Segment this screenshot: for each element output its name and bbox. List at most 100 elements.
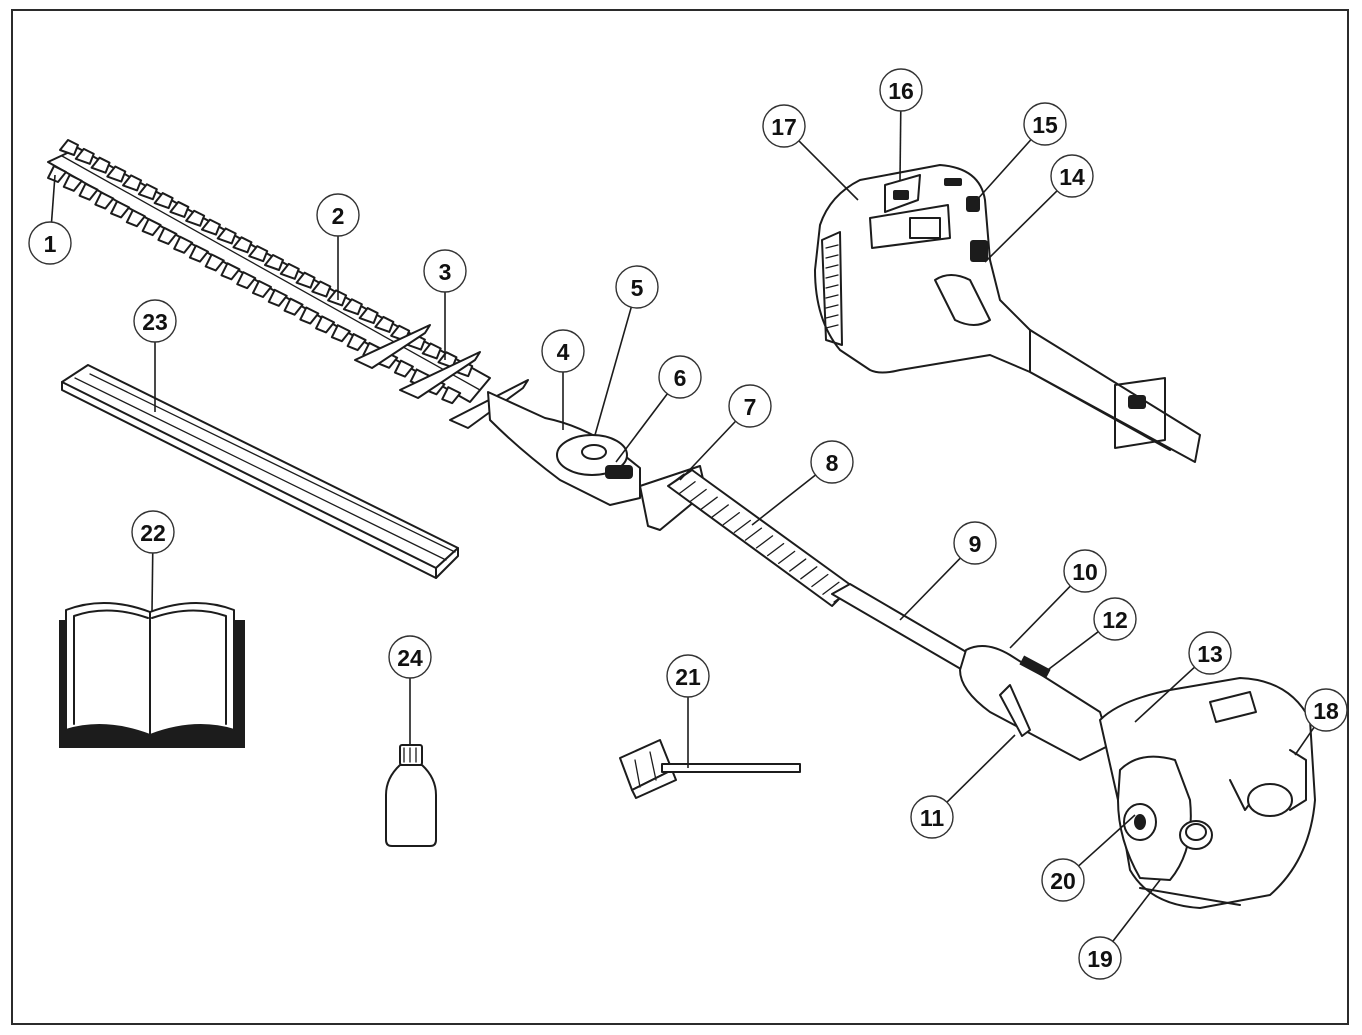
callout-number: 12: [1102, 607, 1128, 633]
grip-rib: [766, 542, 785, 557]
blade-tooth: [295, 271, 316, 289]
callout-circle: [1078, 936, 1122, 980]
vent-slot: [825, 314, 839, 319]
callout-blade-cover: 23: [133, 299, 177, 343]
grip-rib: [789, 558, 807, 572]
blade-tooth: [374, 315, 395, 333]
callout-circle: [1188, 631, 1232, 675]
grip-rib: [744, 527, 763, 541]
callout-number: 22: [140, 520, 166, 546]
blade-tooth: [59, 139, 79, 156]
blade-tooth: [125, 209, 146, 228]
callout-number: 19: [1087, 946, 1113, 972]
callout-front-grip: 8: [810, 440, 854, 484]
blade-teeth-upper: [59, 139, 474, 378]
callout-circle: [388, 635, 432, 679]
vent-slot: [825, 254, 839, 259]
callout-number: 15: [1032, 112, 1058, 138]
blade-tooth: [106, 165, 127, 183]
callout-operator-manual: 22: [131, 510, 175, 554]
callout-number: 18: [1313, 698, 1339, 724]
callout-leader-grease-port: [594, 306, 633, 436]
vent-slot: [825, 304, 839, 309]
callout-number: 16: [888, 78, 914, 104]
callout-number: 3: [439, 259, 452, 285]
callout-circle: [728, 384, 772, 428]
blade-tooth: [110, 200, 131, 219]
callout-leader-air-filter-cover: [798, 140, 859, 201]
vent-slot: [825, 294, 839, 299]
blade-tooth: [393, 359, 414, 378]
grip-rib: [722, 512, 740, 526]
callout-leader-hand-guard: [679, 420, 737, 481]
vent-slot: [825, 324, 839, 329]
blade-tooth: [137, 183, 158, 201]
blade-tooth: [346, 333, 367, 352]
blade-tooth: [47, 165, 67, 183]
callout-circle: [658, 355, 702, 399]
callout-number: 11: [920, 805, 945, 831]
air-filter-vents: [825, 244, 839, 329]
grip-rib: [800, 566, 818, 580]
hedge-trimmer-illustration: [47, 139, 1316, 909]
callout-rear-handle: 12: [1093, 597, 1137, 641]
callout-number: 1: [44, 231, 57, 257]
callout-circle: [1050, 154, 1094, 198]
callout-leader-shaft: [899, 557, 961, 621]
callout-air-filter-cover: 17: [762, 104, 806, 148]
blade-tooth: [315, 315, 336, 334]
diagram-frame: [11, 9, 1349, 1025]
callout-number: 21: [675, 664, 701, 690]
callout-circle: [131, 510, 175, 554]
callout-circle: [1063, 549, 1107, 593]
blade-tooth: [173, 235, 194, 254]
callout-circle: [953, 521, 997, 565]
callout-circle: [316, 193, 360, 237]
blade-cover-illustration: [61, 364, 459, 579]
callout-leaders: [50, 110, 1315, 942]
blade-tooth: [267, 288, 288, 307]
vent-slot: [825, 244, 839, 249]
callout-oil-bottle: 24: [388, 635, 432, 679]
callout-choke-lever: 15: [1023, 102, 1067, 146]
callout-blade-guard: 3: [423, 249, 467, 293]
callout-leader-fuel-cap: [1078, 814, 1136, 867]
blade-tooth: [327, 289, 348, 307]
callout-leader-start-switch: [984, 190, 1058, 263]
callout-circle: [1304, 688, 1348, 732]
callout-circle: [810, 440, 854, 484]
callout-circle: [615, 265, 659, 309]
blade-tooth: [157, 226, 178, 245]
callout-leader-choke-lever: [974, 139, 1032, 203]
blade-tooth: [252, 280, 272, 298]
callout-number: 17: [771, 114, 797, 140]
callout-circle: [910, 795, 954, 839]
callout-start-switch: 14: [1050, 154, 1094, 198]
callout-leader-primer: [899, 110, 902, 181]
oil-bottle-illustration: [385, 744, 437, 847]
blade-tooth: [216, 227, 237, 245]
blade-tooth: [90, 156, 111, 174]
grip-rib: [678, 481, 696, 495]
callout-leader-throttle-trigger: [946, 734, 1016, 803]
callout-number: 14: [1059, 164, 1085, 190]
blade-tooth: [78, 182, 99, 201]
callout-circle: [762, 104, 806, 148]
blade-tooth: [236, 271, 257, 290]
callout-throttle-trigger: 11: [910, 795, 954, 839]
callout-throttle-lockout: 10: [1063, 549, 1107, 593]
callout-number: 9: [969, 531, 982, 557]
callout-shaft: 9: [953, 521, 997, 565]
callout-spark-plug-wrench: 21: [666, 654, 710, 698]
callout-cutting-blade: 2: [316, 193, 360, 237]
blade-tooth: [441, 386, 462, 405]
grip-rib: [778, 550, 796, 564]
callout-number: 2: [332, 203, 345, 229]
blade-tooth: [342, 298, 363, 316]
callout-number: 10: [1072, 559, 1098, 585]
callout-number: 7: [744, 394, 757, 420]
callout-circle: [666, 654, 710, 698]
blade-tooth: [358, 307, 379, 325]
